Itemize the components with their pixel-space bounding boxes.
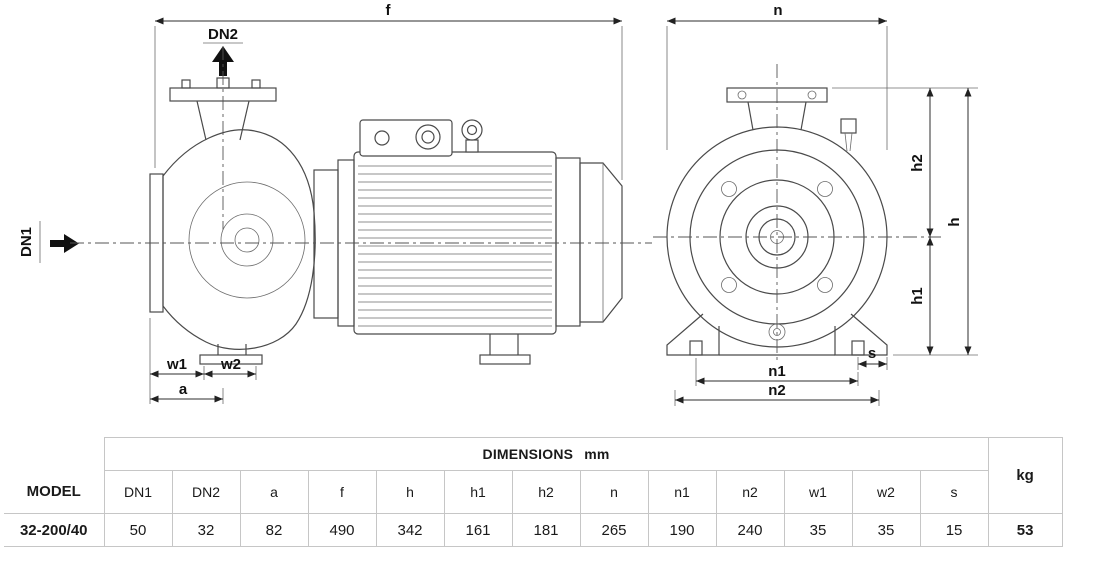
value-f: 490 <box>307 513 377 547</box>
dimension-w1-w2-a: w1 w2 a <box>149 318 257 404</box>
table-corner-cell <box>4 437 104 471</box>
dimension-h-group: h2 h1 h <box>832 87 978 356</box>
bolt-hole <box>817 181 833 197</box>
pump-casing <box>162 129 316 350</box>
dim-label-s: s <box>868 345 876 362</box>
dim-label-a: a <box>179 381 188 398</box>
dimension-n1-n2: n1 n2 <box>674 358 880 406</box>
col-header-a: a <box>239 470 309 514</box>
col-header-w2: w2 <box>851 470 921 514</box>
col-header-f: f <box>307 470 377 514</box>
bolt-hole <box>721 277 737 293</box>
col-header-dn2: DN2 <box>171 470 241 514</box>
dim-label-f: f <box>386 2 392 19</box>
col-header-n: n <box>579 470 649 514</box>
table-row: 32-200/40 50 32 82 490 342 161 181 265 1… <box>4 513 1063 547</box>
dim-label-dn1: DN1 <box>18 227 35 257</box>
bolt-hole <box>817 277 833 293</box>
dim-label-n1: n1 <box>768 363 786 380</box>
dim-label-h: h <box>946 217 963 226</box>
col-header-h2: h2 <box>511 470 581 514</box>
dimension-s: s <box>857 345 888 370</box>
dn1-callout: DN1 <box>18 221 79 263</box>
dn2-callout: DN2 <box>203 26 243 230</box>
front-feet <box>666 313 888 356</box>
dim-label-h1: h1 <box>909 287 926 305</box>
motor-foot <box>479 334 531 365</box>
discharge-flange <box>169 77 277 141</box>
pump-drawing-svg: f DN2 <box>18 2 978 406</box>
col-header-dn1: DN1 <box>103 470 173 514</box>
col-header-w1: w1 <box>783 470 853 514</box>
pump-foot <box>199 344 263 365</box>
value-n: 265 <box>579 513 649 547</box>
dimensions-table-section: DIMENSIONS mm kg MODEL DN1 DN2 a f h h1 … <box>0 425 1117 547</box>
value-h1: 161 <box>443 513 513 547</box>
value-h: 342 <box>375 513 445 547</box>
side-view: f DN2 <box>18 2 652 404</box>
eyebolt-base <box>465 139 479 153</box>
value-dn1: 50 <box>103 513 173 547</box>
col-header-h: h <box>375 470 445 514</box>
value-n1: 190 <box>647 513 717 547</box>
col-header-s: s <box>919 470 989 514</box>
value-n2: 240 <box>715 513 785 547</box>
col-header-n1: n1 <box>647 470 717 514</box>
flow-arrow-up-icon <box>212 46 234 76</box>
dimension-f: f <box>154 2 623 180</box>
value-s: 15 <box>919 513 989 547</box>
kg-header: kg <box>987 437 1063 514</box>
dimensions-table: DIMENSIONS mm kg MODEL DN1 DN2 a f h h1 … <box>4 437 1063 547</box>
dim-label-w2: w2 <box>220 356 241 373</box>
col-header-h1: h1 <box>443 470 513 514</box>
value-w1: 35 <box>783 513 853 547</box>
dim-label-n2: n2 <box>768 382 786 399</box>
dim-label-h2: h2 <box>909 154 926 172</box>
motor-body <box>353 119 557 335</box>
col-header-n2: n2 <box>715 470 785 514</box>
anchor-slot <box>689 340 703 356</box>
dimensions-title: DIMENSIONS mm <box>103 437 989 471</box>
pump-technical-drawing: f DN2 <box>18 2 978 406</box>
model-value: 32-200/40 <box>4 513 105 547</box>
value-dn2: 32 <box>171 513 241 547</box>
dim-label-n: n <box>773 2 782 19</box>
value-a: 82 <box>239 513 309 547</box>
anchor-slot <box>851 340 865 356</box>
motor-cooling-fins <box>358 165 552 327</box>
dim-label-w1: w1 <box>166 356 187 373</box>
model-header: MODEL <box>4 470 105 514</box>
vent-plug <box>840 118 857 152</box>
value-w2: 35 <box>851 513 921 547</box>
dim-label-dn2: DN2 <box>208 26 238 43</box>
front-view: n <box>653 2 978 406</box>
bolt-hole <box>721 181 737 197</box>
flow-arrow-right-icon <box>50 234 79 253</box>
value-h2: 181 <box>511 513 581 547</box>
fan-cover <box>555 157 623 327</box>
kg-value: 53 <box>987 513 1063 547</box>
